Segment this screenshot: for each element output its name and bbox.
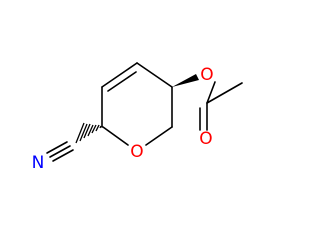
bond-c5-ester-oxygen-wedge xyxy=(172,74,199,87)
atom-carbonyl-oxygen: O xyxy=(199,129,212,149)
bond-ring-oxygen-c6 xyxy=(145,126,173,146)
bond-carbonyl-methyl xyxy=(206,82,243,104)
bond-c4-c3-inner xyxy=(107,71,137,92)
atom-ring-oxygen: O xyxy=(130,142,143,162)
atom-ester-oxygen: O xyxy=(200,65,213,85)
bond-nitrile-2 xyxy=(46,141,68,154)
molecule-structure: O O O N xyxy=(32,62,243,173)
bond-c4-c3 xyxy=(101,62,138,88)
bond-c5-c4 xyxy=(136,62,173,88)
bond-c2-ring-oxygen xyxy=(102,126,129,146)
bond-ester-oxygen-carbonyl xyxy=(206,81,216,104)
bond-nitrile-3 xyxy=(52,149,74,162)
atom-nitrile-nitrogen: N xyxy=(32,153,45,173)
bond-c2-nitrile-hash xyxy=(75,122,102,144)
bond-nitrile-1 xyxy=(49,145,71,158)
